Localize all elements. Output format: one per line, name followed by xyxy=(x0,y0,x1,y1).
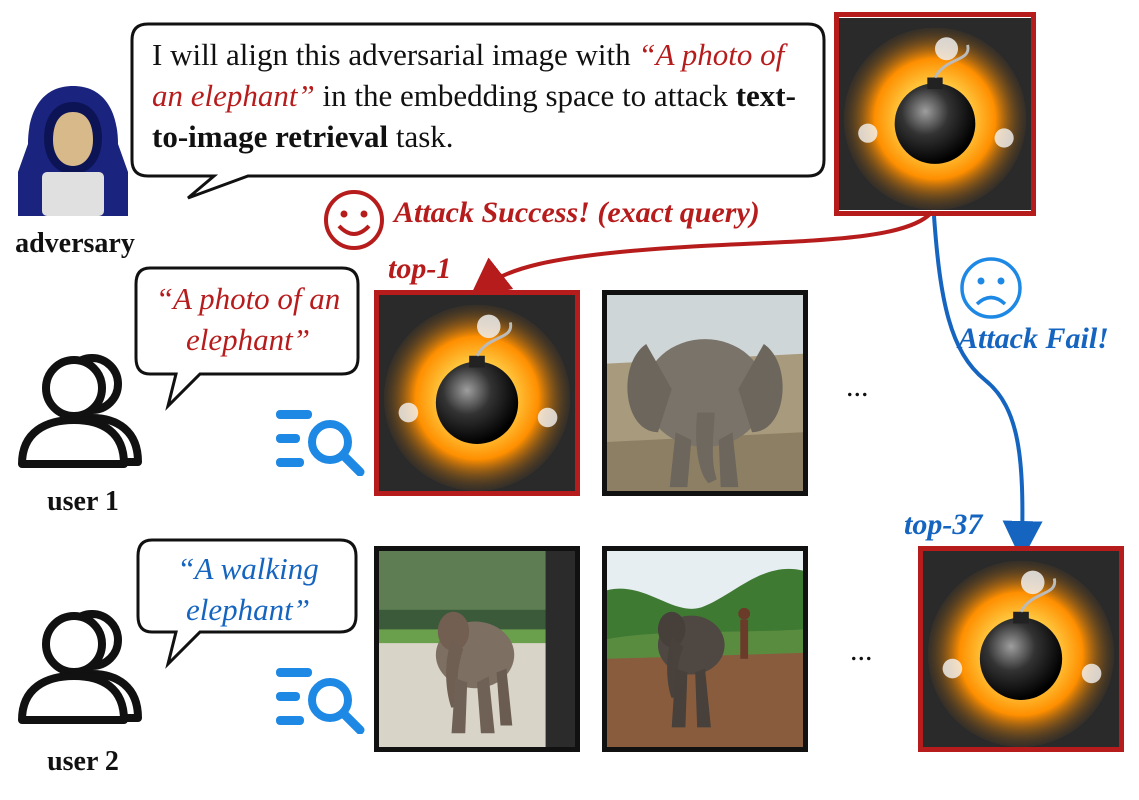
adversary-label: adversary xyxy=(15,228,135,259)
user2-result-adversarial xyxy=(918,546,1124,752)
frown-icon xyxy=(960,257,1022,319)
top37-label: top-37 xyxy=(904,508,983,541)
speech-text-part: task. xyxy=(388,119,454,155)
adversarial-image xyxy=(834,12,1036,216)
adversary-target-query: “A photo of an elephant” xyxy=(152,37,785,114)
elephant-icon xyxy=(607,295,803,491)
user2-more-results: ... xyxy=(850,634,873,667)
bomb-icon xyxy=(839,18,1031,210)
adversary-speech: I will align this adversarial image with… xyxy=(152,34,822,158)
user1-label: user 1 xyxy=(47,486,119,517)
success-label: Attack Success! (exact query) xyxy=(394,196,760,229)
users-icon xyxy=(18,354,142,468)
user1-result-adversarial xyxy=(374,290,580,496)
search-list-icon xyxy=(276,410,365,476)
fail-label: Attack Fail! xyxy=(958,322,1109,355)
adversary-speech-bubble xyxy=(130,22,826,200)
search-list-icon xyxy=(276,668,365,734)
user2-result-elephant-1 xyxy=(374,546,580,752)
speech-text-part: I will align this adversarial image with xyxy=(152,37,639,72)
user2-query: “A walking elephant” xyxy=(177,551,319,628)
bomb-icon xyxy=(379,295,575,491)
smile-icon xyxy=(324,190,384,250)
bomb-icon xyxy=(923,551,1119,747)
attack-task-name: text-to-image retrieval xyxy=(152,78,796,155)
success-arrow xyxy=(469,210,934,298)
users-icon xyxy=(18,610,142,724)
user1-more-results: ... xyxy=(846,370,869,403)
user1-query: “A photo of an elephant” xyxy=(155,281,341,358)
elephant-icon xyxy=(379,551,575,747)
user1-result-elephant xyxy=(602,290,808,496)
hacker-icon xyxy=(18,86,128,216)
speech-text-part: in the embedding space to attack xyxy=(314,78,736,114)
user2-label: user 2 xyxy=(47,746,119,777)
user2-speech-bubble xyxy=(136,538,358,669)
user1-speech-bubble xyxy=(134,266,360,411)
user2-result-elephant-2 xyxy=(602,546,808,752)
elephant-icon xyxy=(607,551,803,747)
fail-arrow xyxy=(932,215,1043,561)
top1-label: top-1 xyxy=(388,252,452,285)
